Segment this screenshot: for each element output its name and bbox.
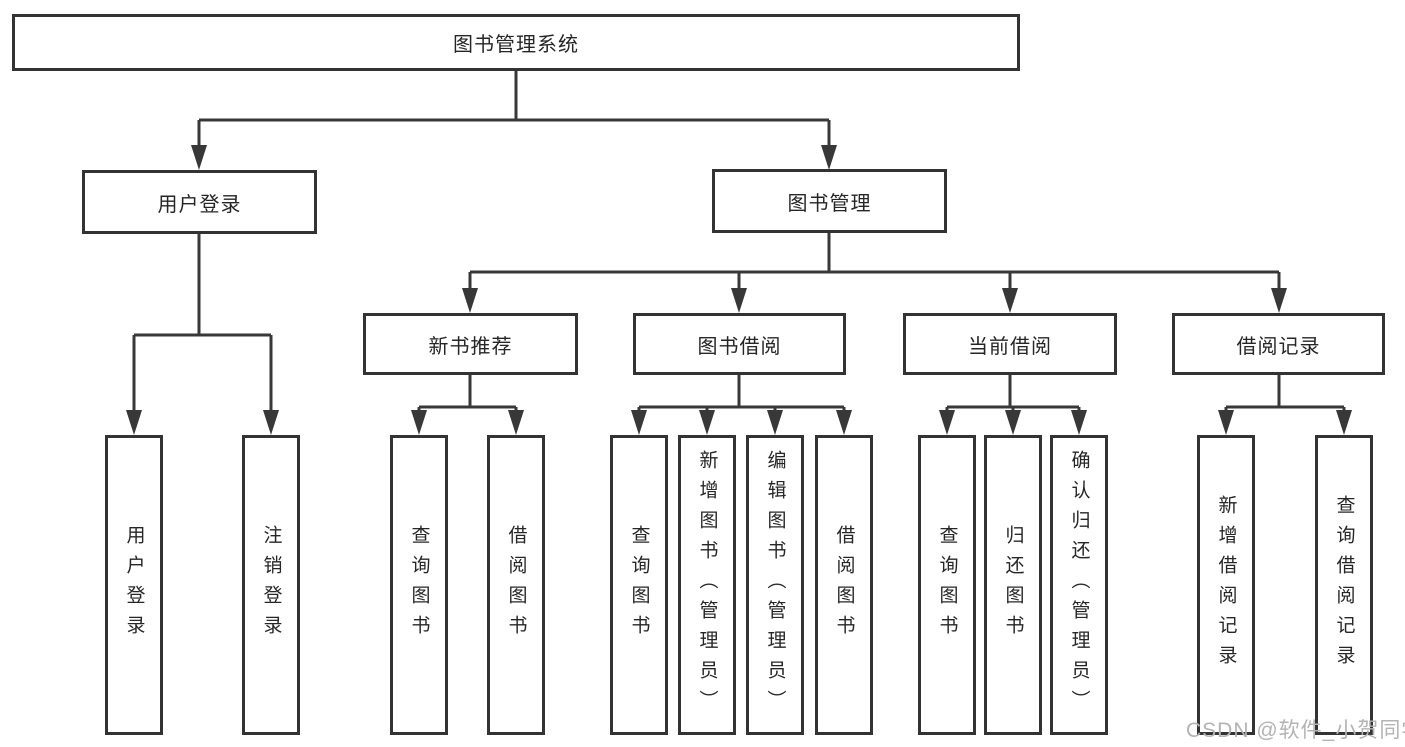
node-label: 图书借阅 bbox=[697, 335, 782, 358]
node-label: 新增借阅记录 bbox=[1215, 495, 1237, 675]
leaf-user-login: 用户登录 bbox=[105, 435, 163, 735]
node-label: 用户登录 bbox=[123, 525, 145, 645]
node-book-borrowing: 图书借阅 bbox=[633, 313, 846, 375]
node-label: 查询图书 bbox=[628, 525, 650, 645]
node-user-login-branch: 用户登录 bbox=[82, 170, 317, 234]
node-label: 查询图书 bbox=[936, 525, 958, 645]
leaf-borrow-books-2: 借阅图书 bbox=[815, 435, 873, 735]
node-label: 新书推荐 bbox=[428, 335, 513, 358]
node-label: 新增图书（管理员） bbox=[696, 450, 718, 720]
node-label: 查询图书 bbox=[408, 525, 430, 645]
leaf-edit-books-admin: 编辑图书（管理员） bbox=[746, 435, 804, 735]
node-label: 用户登录 bbox=[157, 193, 242, 216]
node-borrowing-records: 借阅记录 bbox=[1172, 313, 1385, 375]
leaf-logout: 注销登录 bbox=[242, 435, 300, 735]
node-current-borrowing: 当前借阅 bbox=[903, 313, 1117, 375]
leaf-query-books-2: 查询图书 bbox=[610, 435, 668, 735]
node-root-system: 图书管理系统 bbox=[12, 14, 1020, 71]
leaf-add-borrow-record: 新增借阅记录 bbox=[1197, 435, 1255, 735]
node-label: 借阅图书 bbox=[505, 525, 527, 645]
node-label: 图书管理 bbox=[787, 192, 872, 215]
leaf-query-borrow-record: 查询借阅记录 bbox=[1315, 435, 1373, 735]
csdn-watermark: CSDN @软件_小贺同学 bbox=[1186, 719, 1405, 742]
node-label: 借阅记录 bbox=[1236, 335, 1321, 358]
leaf-add-books-admin: 新增图书（管理员） bbox=[678, 435, 736, 735]
leaf-confirm-return-admin: 确认归还（管理员） bbox=[1050, 435, 1108, 735]
node-label: 归还图书 bbox=[1002, 525, 1024, 645]
leaf-query-books-1: 查询图书 bbox=[390, 435, 448, 735]
node-book-management-branch: 图书管理 bbox=[712, 169, 947, 233]
node-label: 借阅图书 bbox=[833, 525, 855, 645]
node-label: 注销登录 bbox=[260, 525, 282, 645]
node-label: 图书管理系统 bbox=[453, 34, 579, 56]
node-label: 确认归还（管理员） bbox=[1068, 450, 1090, 720]
node-label: 编辑图书（管理员） bbox=[764, 450, 786, 720]
node-label: 查询借阅记录 bbox=[1333, 495, 1355, 675]
leaf-borrow-books-1: 借阅图书 bbox=[487, 435, 545, 735]
leaf-return-books: 归还图书 bbox=[984, 435, 1042, 735]
node-new-book-recommend: 新书推荐 bbox=[363, 313, 578, 375]
node-label: 当前借阅 bbox=[968, 335, 1052, 358]
leaf-query-books-3: 查询图书 bbox=[918, 435, 976, 735]
